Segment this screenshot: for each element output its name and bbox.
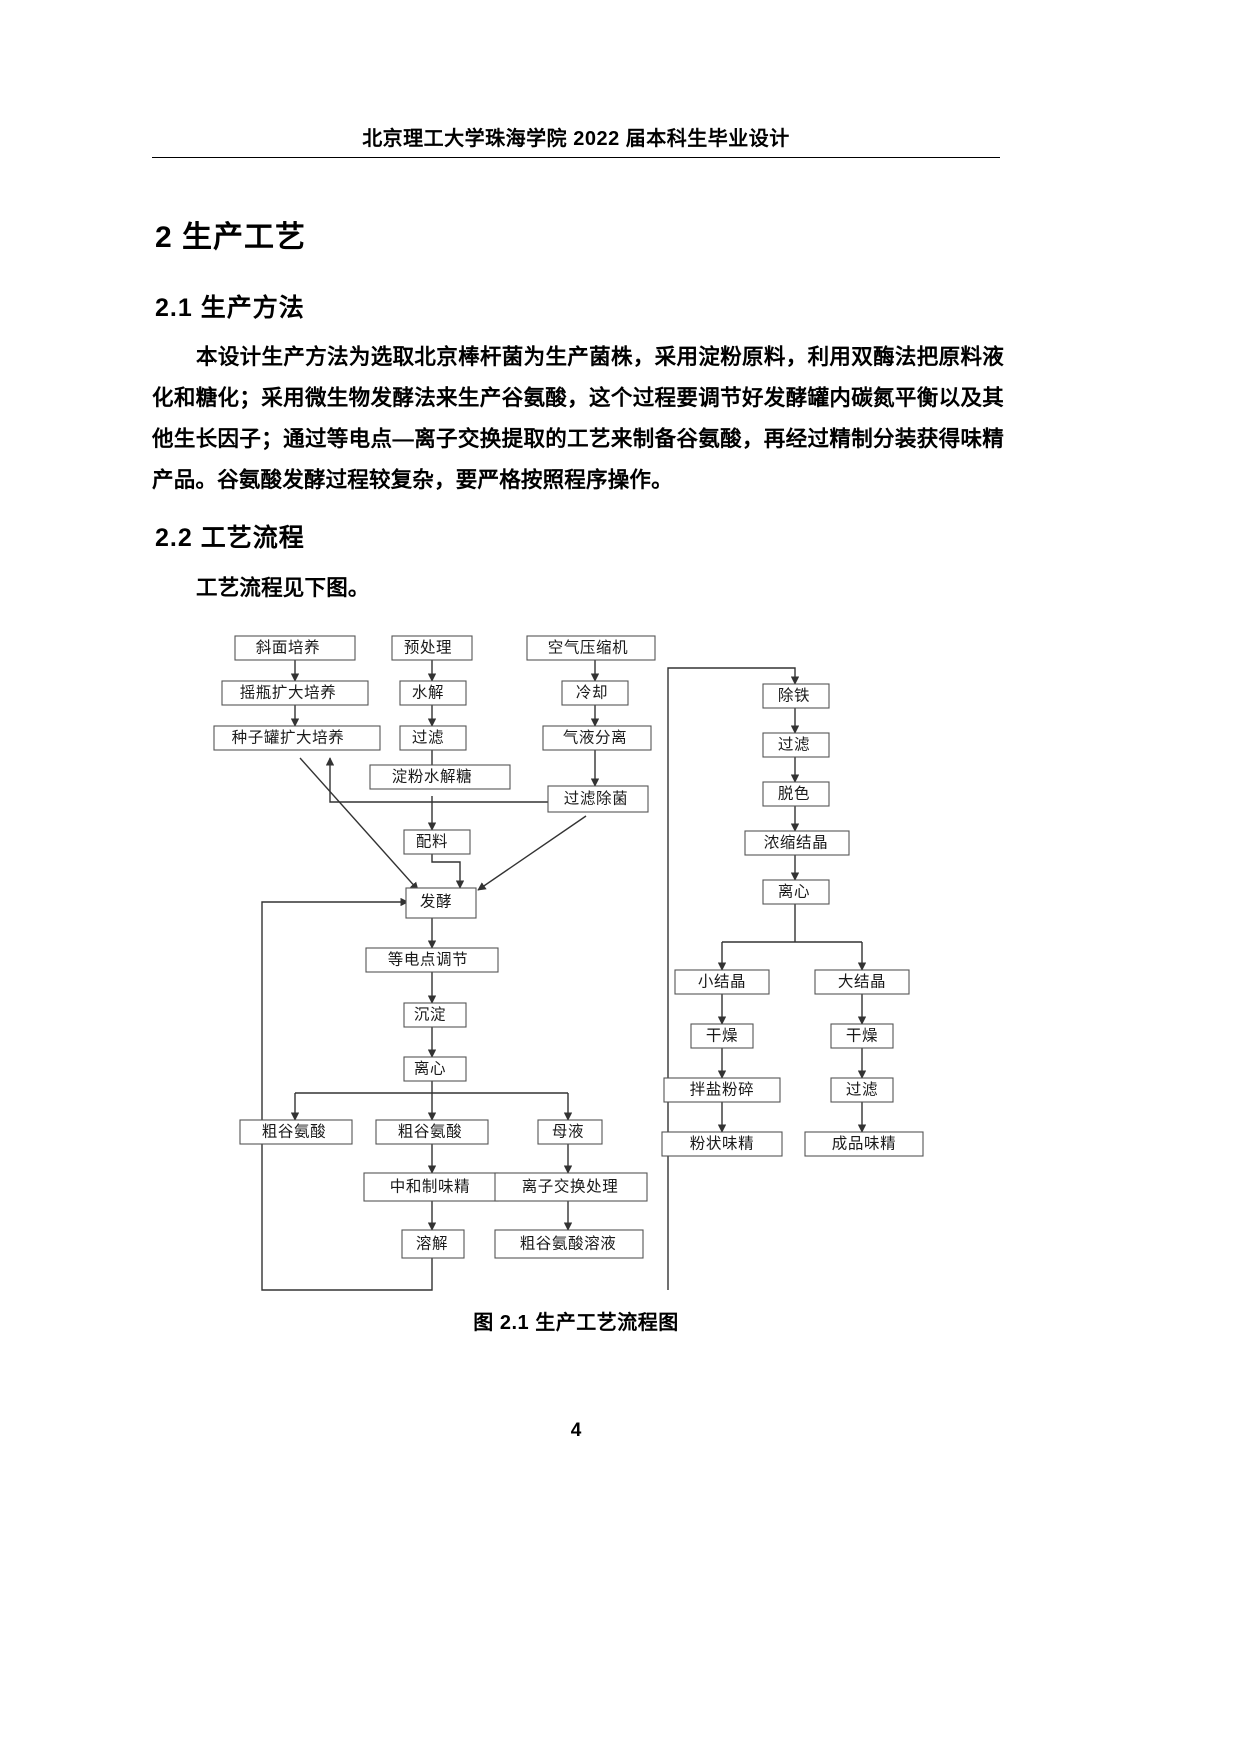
node-label: 大结晶: [838, 973, 886, 991]
node-label: 过滤: [412, 729, 444, 747]
node-da-jiejing: 大结晶: [814, 969, 910, 995]
node-cuguansuan-rongye: 粗谷氨酸溶液: [494, 1229, 644, 1259]
node-rongjie: 溶解: [401, 1229, 465, 1259]
node-label: 中和制味精: [390, 1178, 471, 1196]
node-label: 过滤: [778, 736, 810, 754]
node-shuijie: 水解: [399, 680, 467, 706]
node-label: 除铁: [778, 687, 810, 705]
node-label: 离心: [414, 1060, 446, 1078]
paragraph-process-flow: 工艺流程见下图。: [196, 576, 370, 600]
node-label: 沉淀: [414, 1006, 446, 1024]
node-guolv-chujun: 过滤除菌: [547, 785, 649, 813]
node-label: 冷却: [576, 684, 608, 702]
node-lengque: 冷却: [561, 680, 629, 706]
section-heading-2-2: 2.2 工艺流程: [155, 524, 305, 552]
node-label: 发酵: [420, 893, 452, 911]
node-label: 离心: [778, 883, 810, 901]
node-label: 溶解: [416, 1235, 448, 1253]
node-label: 气液分离: [563, 729, 627, 747]
node-label: 成品味精: [832, 1135, 896, 1153]
node-lizi-jiaohuan-chuli: 离子交换处理: [494, 1172, 648, 1202]
node-banyan-fensui: 拌盐粉碎: [663, 1077, 781, 1103]
running-header-text: 北京理工大学珠海学院 2022 届本科生毕业设计: [362, 128, 790, 150]
node-yuchuli: 预处理: [391, 635, 473, 661]
node-nongsuo-jiejing: 浓缩结晶: [744, 830, 850, 856]
node-label: 淀粉水解糖: [392, 768, 473, 786]
node-lixin-1: 离心: [403, 1056, 467, 1082]
node-label: 摇瓶扩大培养: [240, 684, 337, 702]
node-xiao-jiejing: 小结晶: [674, 969, 770, 995]
node-label: 过滤: [846, 1081, 878, 1099]
page-number: 4: [570, 1420, 582, 1441]
node-cuguansuan-mid: 粗谷氨酸: [375, 1119, 489, 1145]
chapter-heading: 2 生产工艺: [155, 221, 307, 254]
node-chendian: 沉淀: [403, 1002, 467, 1028]
node-label: 粗谷氨酸: [262, 1123, 326, 1141]
node-guolv-2: 过滤: [762, 732, 830, 758]
node-label: 脱色: [778, 785, 810, 803]
node-label: 干燥: [706, 1027, 738, 1045]
node-muye: 母液: [537, 1119, 603, 1145]
node-label: 母液: [552, 1123, 584, 1141]
figure-caption: 图 2.1 生产工艺流程图: [473, 1312, 679, 1334]
node-guolv-3: 过滤: [830, 1077, 894, 1103]
node-cuguansuan-left: 粗谷氨酸: [239, 1119, 353, 1145]
node-label: 预处理: [404, 639, 452, 657]
diagram-edges: [261, 660, 867, 1291]
node-qiye-fenli: 气液分离: [542, 725, 652, 751]
node-label: 小结晶: [698, 973, 746, 991]
section-heading-2-1: 2.1 生产方法: [155, 294, 305, 322]
running-header: 北京理工大学珠海学院 2022 届本科生毕业设计: [152, 126, 1000, 152]
node-chutie: 除铁: [762, 683, 830, 709]
node-kongqi-yasuoji: 空气压缩机: [526, 635, 656, 661]
node-label: 等电点调节: [388, 951, 469, 969]
node-xiemian-peiyang: 斜面培养: [234, 635, 356, 661]
node-label: 粗谷氨酸: [398, 1123, 462, 1141]
node-chengpin-weijing: 成品味精: [804, 1131, 924, 1157]
node-zhongziguan-kuoda-peiyang: 种子罐扩大培养: [213, 725, 381, 751]
node-guolv-1: 过滤: [399, 725, 467, 751]
node-yaoping-kuoda-peiyang: 摇瓶扩大培养: [221, 680, 369, 706]
node-label: 离子交换处理: [522, 1178, 619, 1196]
node-label: 过滤除菌: [564, 790, 628, 808]
process-flow-diagram: 斜面培养 摇瓶扩大培养 种子罐扩大培养 预处理 水解 过滤: [0, 600, 1240, 1300]
node-peiliao: 配料: [403, 829, 471, 855]
node-label: 粉状味精: [690, 1135, 754, 1153]
node-fajiao: 发酵: [405, 887, 477, 919]
node-dengdiandian-tiaojie: 等电点调节: [365, 947, 499, 973]
node-fenzhuang-weijing: 粉状味精: [661, 1131, 783, 1157]
node-tuose: 脱色: [762, 781, 830, 807]
node-label: 斜面培养: [256, 639, 320, 657]
node-zhonghe-zhi-weijing: 中和制味精: [363, 1172, 499, 1202]
header-divider: [152, 157, 1000, 158]
node-label: 水解: [412, 684, 444, 702]
node-lixin-2: 离心: [762, 879, 830, 905]
node-label: 粗谷氨酸溶液: [520, 1235, 617, 1253]
node-ganzao-1: 干燥: [690, 1023, 754, 1049]
node-dianfen-shuijie-tang: 淀粉水解糖: [369, 764, 511, 790]
node-label: 浓缩结晶: [764, 834, 828, 852]
node-ganzao-2: 干燥: [830, 1023, 894, 1049]
node-label: 干燥: [846, 1027, 878, 1045]
node-label: 空气压缩机: [548, 639, 629, 657]
node-label: 配料: [416, 833, 448, 851]
node-label: 拌盐粉碎: [690, 1081, 754, 1099]
node-label: 种子罐扩大培养: [232, 729, 345, 747]
paragraph-production-method: 本设计生产方法为选取北京棒杆菌为生产菌株，采用淀粉原料，利用双酶法把原料液化和糖…: [152, 345, 1004, 492]
